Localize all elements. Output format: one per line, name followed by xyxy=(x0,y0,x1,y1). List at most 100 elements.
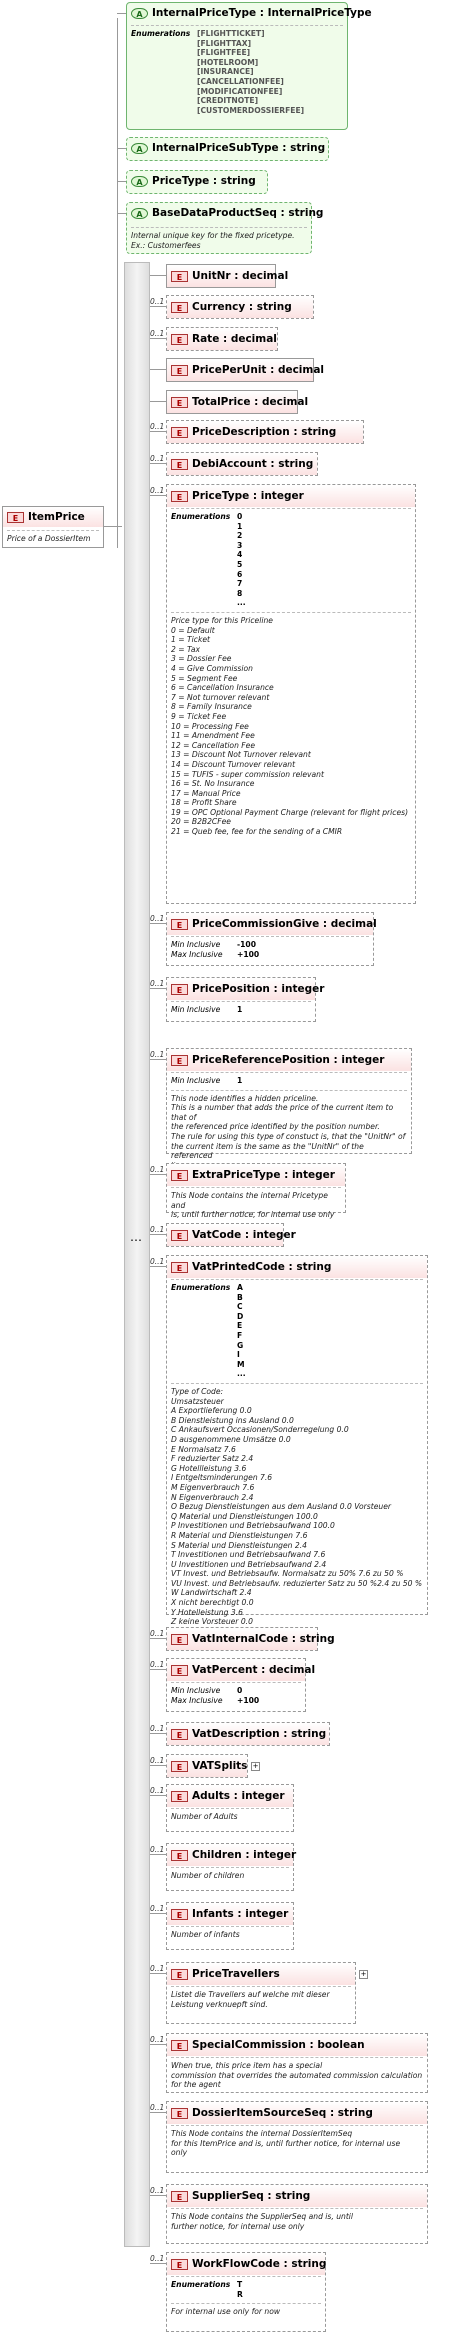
element-name: DossierItemSourceSeq : string xyxy=(192,2107,373,2119)
element-header: E DossierItemSourceSeq : string xyxy=(167,2102,427,2124)
element-header-bg xyxy=(167,913,373,935)
cardinality-label: 0..1 xyxy=(150,979,165,988)
connector-line xyxy=(150,1174,166,1175)
cardinality-label: 0..1 xyxy=(150,1629,165,1638)
separator xyxy=(171,1089,407,1091)
cardinality-label: 0..1 xyxy=(150,454,165,463)
cardinality-label: 0..1 xyxy=(150,1756,165,1765)
connector-line xyxy=(117,181,126,182)
element-header-bg xyxy=(167,485,415,507)
element-name: PricePosition : integer xyxy=(192,983,325,995)
element-doc: For internal use only for now xyxy=(171,2307,281,2317)
element-header-bg xyxy=(167,296,313,318)
expand-icon[interactable]: + xyxy=(251,1762,260,1771)
attribute-badge-icon: A xyxy=(131,175,148,187)
connector-line xyxy=(150,431,166,432)
attribute-badge-icon: A xyxy=(131,7,148,19)
element-header-bg xyxy=(167,1785,293,1807)
separator xyxy=(171,1187,341,1188)
connector-line xyxy=(117,18,118,548)
element-doc: This Node contains the internal DossierI… xyxy=(171,2129,401,2158)
element-badge-icon: E xyxy=(171,1633,188,1645)
connector-line xyxy=(150,306,166,307)
element-name: Rate : decimal xyxy=(192,333,277,345)
element-header-bg xyxy=(167,1903,293,1925)
element-badge-icon: E xyxy=(171,301,188,313)
cardinality-label: 0..1 xyxy=(150,486,165,495)
element-name: PriceReferencePosition : integer xyxy=(192,1054,385,1066)
element-badge-icon: E xyxy=(171,458,188,470)
cardinality-label: 0..1 xyxy=(150,2035,165,2044)
element-header-bg xyxy=(167,1723,329,1745)
facet-value: -100 xyxy=(237,940,257,949)
element-name: Children : integer xyxy=(192,1849,297,1861)
element-badge-icon: E xyxy=(171,1908,188,1920)
element-header-bg xyxy=(167,2034,427,2056)
attribute-name: InternalPriceType : InternalPriceType xyxy=(152,7,372,19)
element-header-bg xyxy=(167,453,317,475)
sequence-icon[interactable]: ⋯ xyxy=(130,1233,142,1247)
separator xyxy=(171,1072,407,1073)
cardinality-label: 0..1 xyxy=(150,1964,165,1973)
facet-label: Enumerations xyxy=(131,29,191,38)
connector-line xyxy=(150,1234,166,1235)
cardinality-label: 0..1 xyxy=(150,1050,165,1059)
facet-value: 1 xyxy=(237,1076,243,1085)
element-badge-icon: E xyxy=(171,2107,188,2119)
expand-icon[interactable]: + xyxy=(359,1970,368,1979)
element-badge-icon: E xyxy=(7,511,24,523)
element-doc: Type of Code: Umsatzsteuer A Exportliefe… xyxy=(171,1387,423,1627)
element-badge-icon: E xyxy=(171,1968,188,1980)
cardinality-label: 0..1 xyxy=(150,422,165,431)
connector-line xyxy=(150,369,166,370)
connector-line xyxy=(150,1973,166,1974)
separator xyxy=(171,1279,423,1280)
element-badge-icon: E xyxy=(171,1054,188,1066)
cardinality-label: 0..1 xyxy=(150,1225,165,1234)
element-name: PriceDescription : string xyxy=(192,426,337,438)
element-badge-icon: E xyxy=(171,2190,188,2202)
element-doc: This Node contains the SupplierSeq and i… xyxy=(171,2212,354,2231)
